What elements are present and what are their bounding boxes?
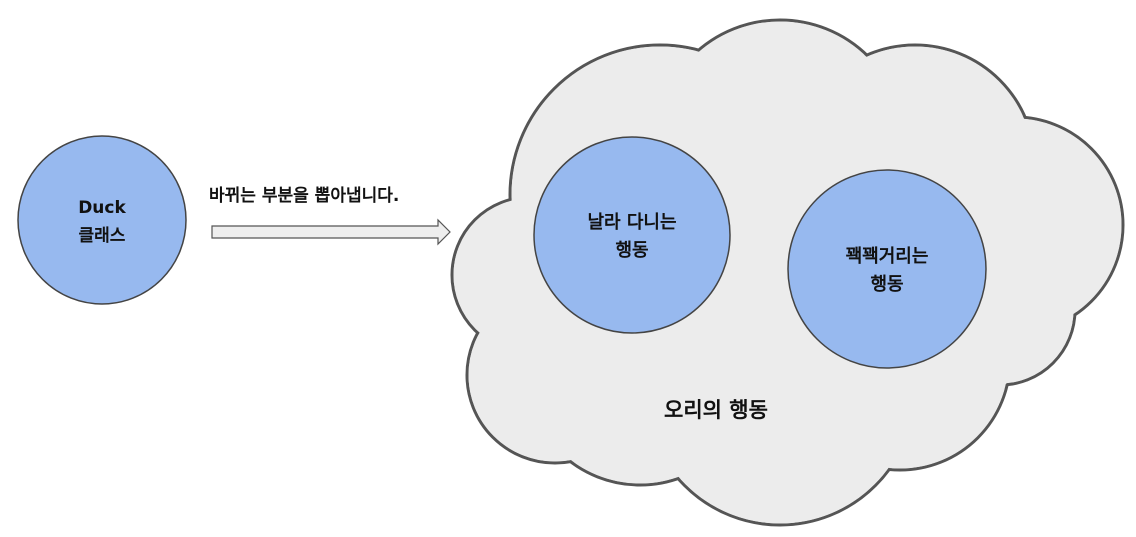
fly-behavior-node: 날라 다니는 행동	[533, 136, 731, 334]
fly-behavior-label-line2: 행동	[615, 240, 648, 261]
right-arrow-icon	[211, 218, 451, 246]
quack-behavior-circle	[787, 169, 987, 369]
quack-behavior-label-line2: 행동	[870, 274, 903, 295]
arrow-caption: 바뀌는 부분을 뽑아냅니다.	[209, 186, 399, 206]
fly-behavior-label-line1: 날라 다니는	[587, 212, 676, 233]
duck-class-label-line2: 클래스	[79, 226, 126, 246]
quack-behavior-node: 꽥꽥거리는 행동	[787, 169, 987, 369]
quack-behavior-label-line1: 꽥꽥거리는	[846, 246, 929, 267]
cloud-label: 오리의 행동	[664, 398, 768, 422]
duck-class-circle	[17, 135, 187, 305]
fly-behavior-circle	[533, 136, 731, 334]
duck-class-node: Duck 클래스	[17, 135, 187, 305]
duck-class-label-line1: Duck	[78, 198, 126, 218]
